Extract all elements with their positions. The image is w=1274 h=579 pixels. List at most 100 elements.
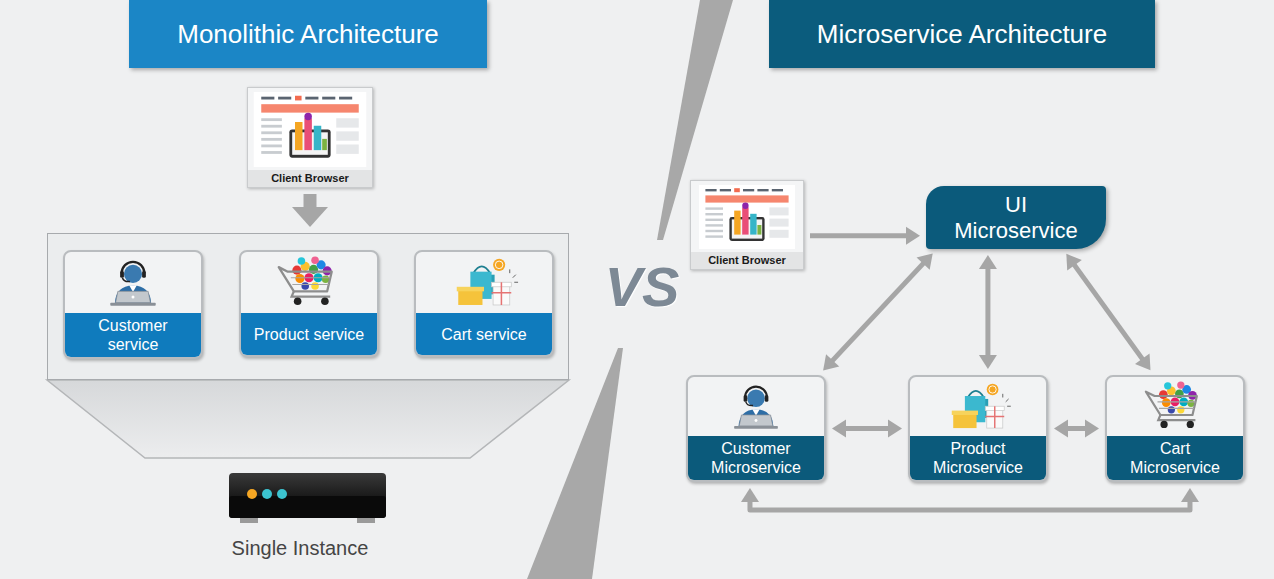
icon-part: [739, 409, 774, 426]
header-text: Monolithic Architecture: [177, 19, 439, 50]
service-icon: [261, 255, 357, 308]
icon-part: [742, 207, 748, 234]
icon-part: [336, 131, 359, 140]
icon-part: [746, 402, 753, 406]
connector-line: [985, 268, 990, 356]
icon-part: [336, 145, 359, 154]
icon-part: [120, 271, 124, 278]
icon-part: [1177, 406, 1184, 413]
service-name: Customer service: [74, 316, 192, 354]
icon-part: [1160, 421, 1167, 428]
arrow-head: [979, 355, 997, 369]
service-name: Customer Microservice: [696, 439, 816, 477]
browser-box: Client Browser: [247, 87, 373, 188]
caption-bar: Client Browser: [248, 170, 372, 187]
icon-part: [757, 225, 761, 235]
service-icon: [1127, 380, 1223, 431]
icon-part: [495, 261, 503, 269]
icon-part: [1168, 406, 1175, 413]
ui-service-box: UI Microservice: [926, 186, 1106, 249]
versus-label-holder: VS: [592, 254, 692, 319]
section-header: Monolithic Architecture: [129, 0, 487, 68]
arrow-head: [292, 207, 328, 227]
icon-part: [116, 291, 151, 302]
icon-part: [734, 426, 778, 429]
icon-part: [122, 278, 130, 282]
icon-part: [1177, 381, 1184, 388]
icon-part: [305, 97, 318, 100]
icon-part: [279, 267, 332, 291]
arrow-head: [1054, 420, 1068, 438]
icon-part: [339, 97, 352, 100]
microservice-box: Product Microservice: [908, 375, 1048, 482]
icon-part: [769, 219, 788, 227]
icon-part: [322, 97, 335, 100]
illustration-holder: [695, 185, 799, 249]
icon-part: [747, 389, 764, 406]
service-box: Product service: [239, 250, 379, 357]
icon-part: [261, 151, 282, 154]
icon-part: [1146, 392, 1197, 415]
icon-holder: [1127, 380, 1223, 431]
arrow-head: [1181, 488, 1199, 502]
connector: [741, 488, 1199, 510]
icon-part: [1158, 415, 1195, 420]
icon-part: [294, 297, 302, 305]
icon-part: [336, 118, 359, 127]
icon-part: [304, 113, 312, 121]
arrow-head: [917, 253, 933, 269]
connector-line: [750, 501, 1190, 510]
icon-part: [492, 282, 512, 305]
icon-holder: [930, 380, 1026, 431]
service-name: Cart Microservice: [1115, 439, 1235, 477]
section-header: Microservice Architecture: [769, 0, 1155, 68]
icon-part: [292, 266, 301, 275]
icon-holder: [85, 255, 181, 308]
label-bar: Customer service: [65, 313, 201, 357]
icon-part: [705, 189, 716, 191]
icon-part: [772, 189, 783, 191]
connector-line: [1074, 264, 1143, 359]
icon-part: [261, 138, 282, 141]
arrow-head: [832, 420, 846, 438]
instance-label-holder: Single Instance: [200, 537, 400, 560]
icon-part: [493, 259, 505, 271]
icon-part: [742, 203, 748, 209]
icon-part: [705, 213, 723, 215]
arrow-head: [979, 255, 997, 269]
icon-part: [314, 126, 322, 150]
icon-part: [734, 188, 740, 192]
icon-part: [261, 97, 274, 100]
microservice-box: Cart Microservice: [1105, 375, 1245, 482]
arrow-head: [906, 227, 920, 245]
icon-part: [744, 395, 748, 402]
icon-part: [705, 219, 723, 221]
icon-part: [278, 97, 291, 100]
icon-part: [261, 104, 359, 112]
connector: [979, 255, 997, 369]
icon-part: [295, 96, 302, 101]
icon-part: [739, 415, 773, 426]
arrow-head: [1066, 254, 1081, 271]
connector: [1066, 254, 1150, 370]
connector-line: [810, 233, 907, 238]
icon-part: [1187, 421, 1194, 428]
application-box: Customer service Product serviceCart serv…: [47, 233, 569, 380]
icon-part: [734, 211, 740, 235]
icon-part: [304, 118, 312, 150]
webpage-illustration: [252, 92, 368, 167]
icon-part: [1162, 398, 1171, 407]
icon-part: [1158, 402, 1196, 409]
connector: [832, 420, 902, 438]
icon-part: [142, 271, 146, 278]
server-symbol: [229, 473, 386, 523]
icon-part: [769, 207, 788, 215]
label-bar: Cart service: [416, 313, 552, 355]
icon-part: [295, 274, 304, 283]
arrow-head: [741, 488, 759, 502]
connector-line: [304, 194, 317, 208]
service-icon: [708, 380, 804, 431]
connector: [823, 253, 933, 370]
icon-part: [765, 395, 769, 402]
icon-part: [705, 207, 723, 209]
